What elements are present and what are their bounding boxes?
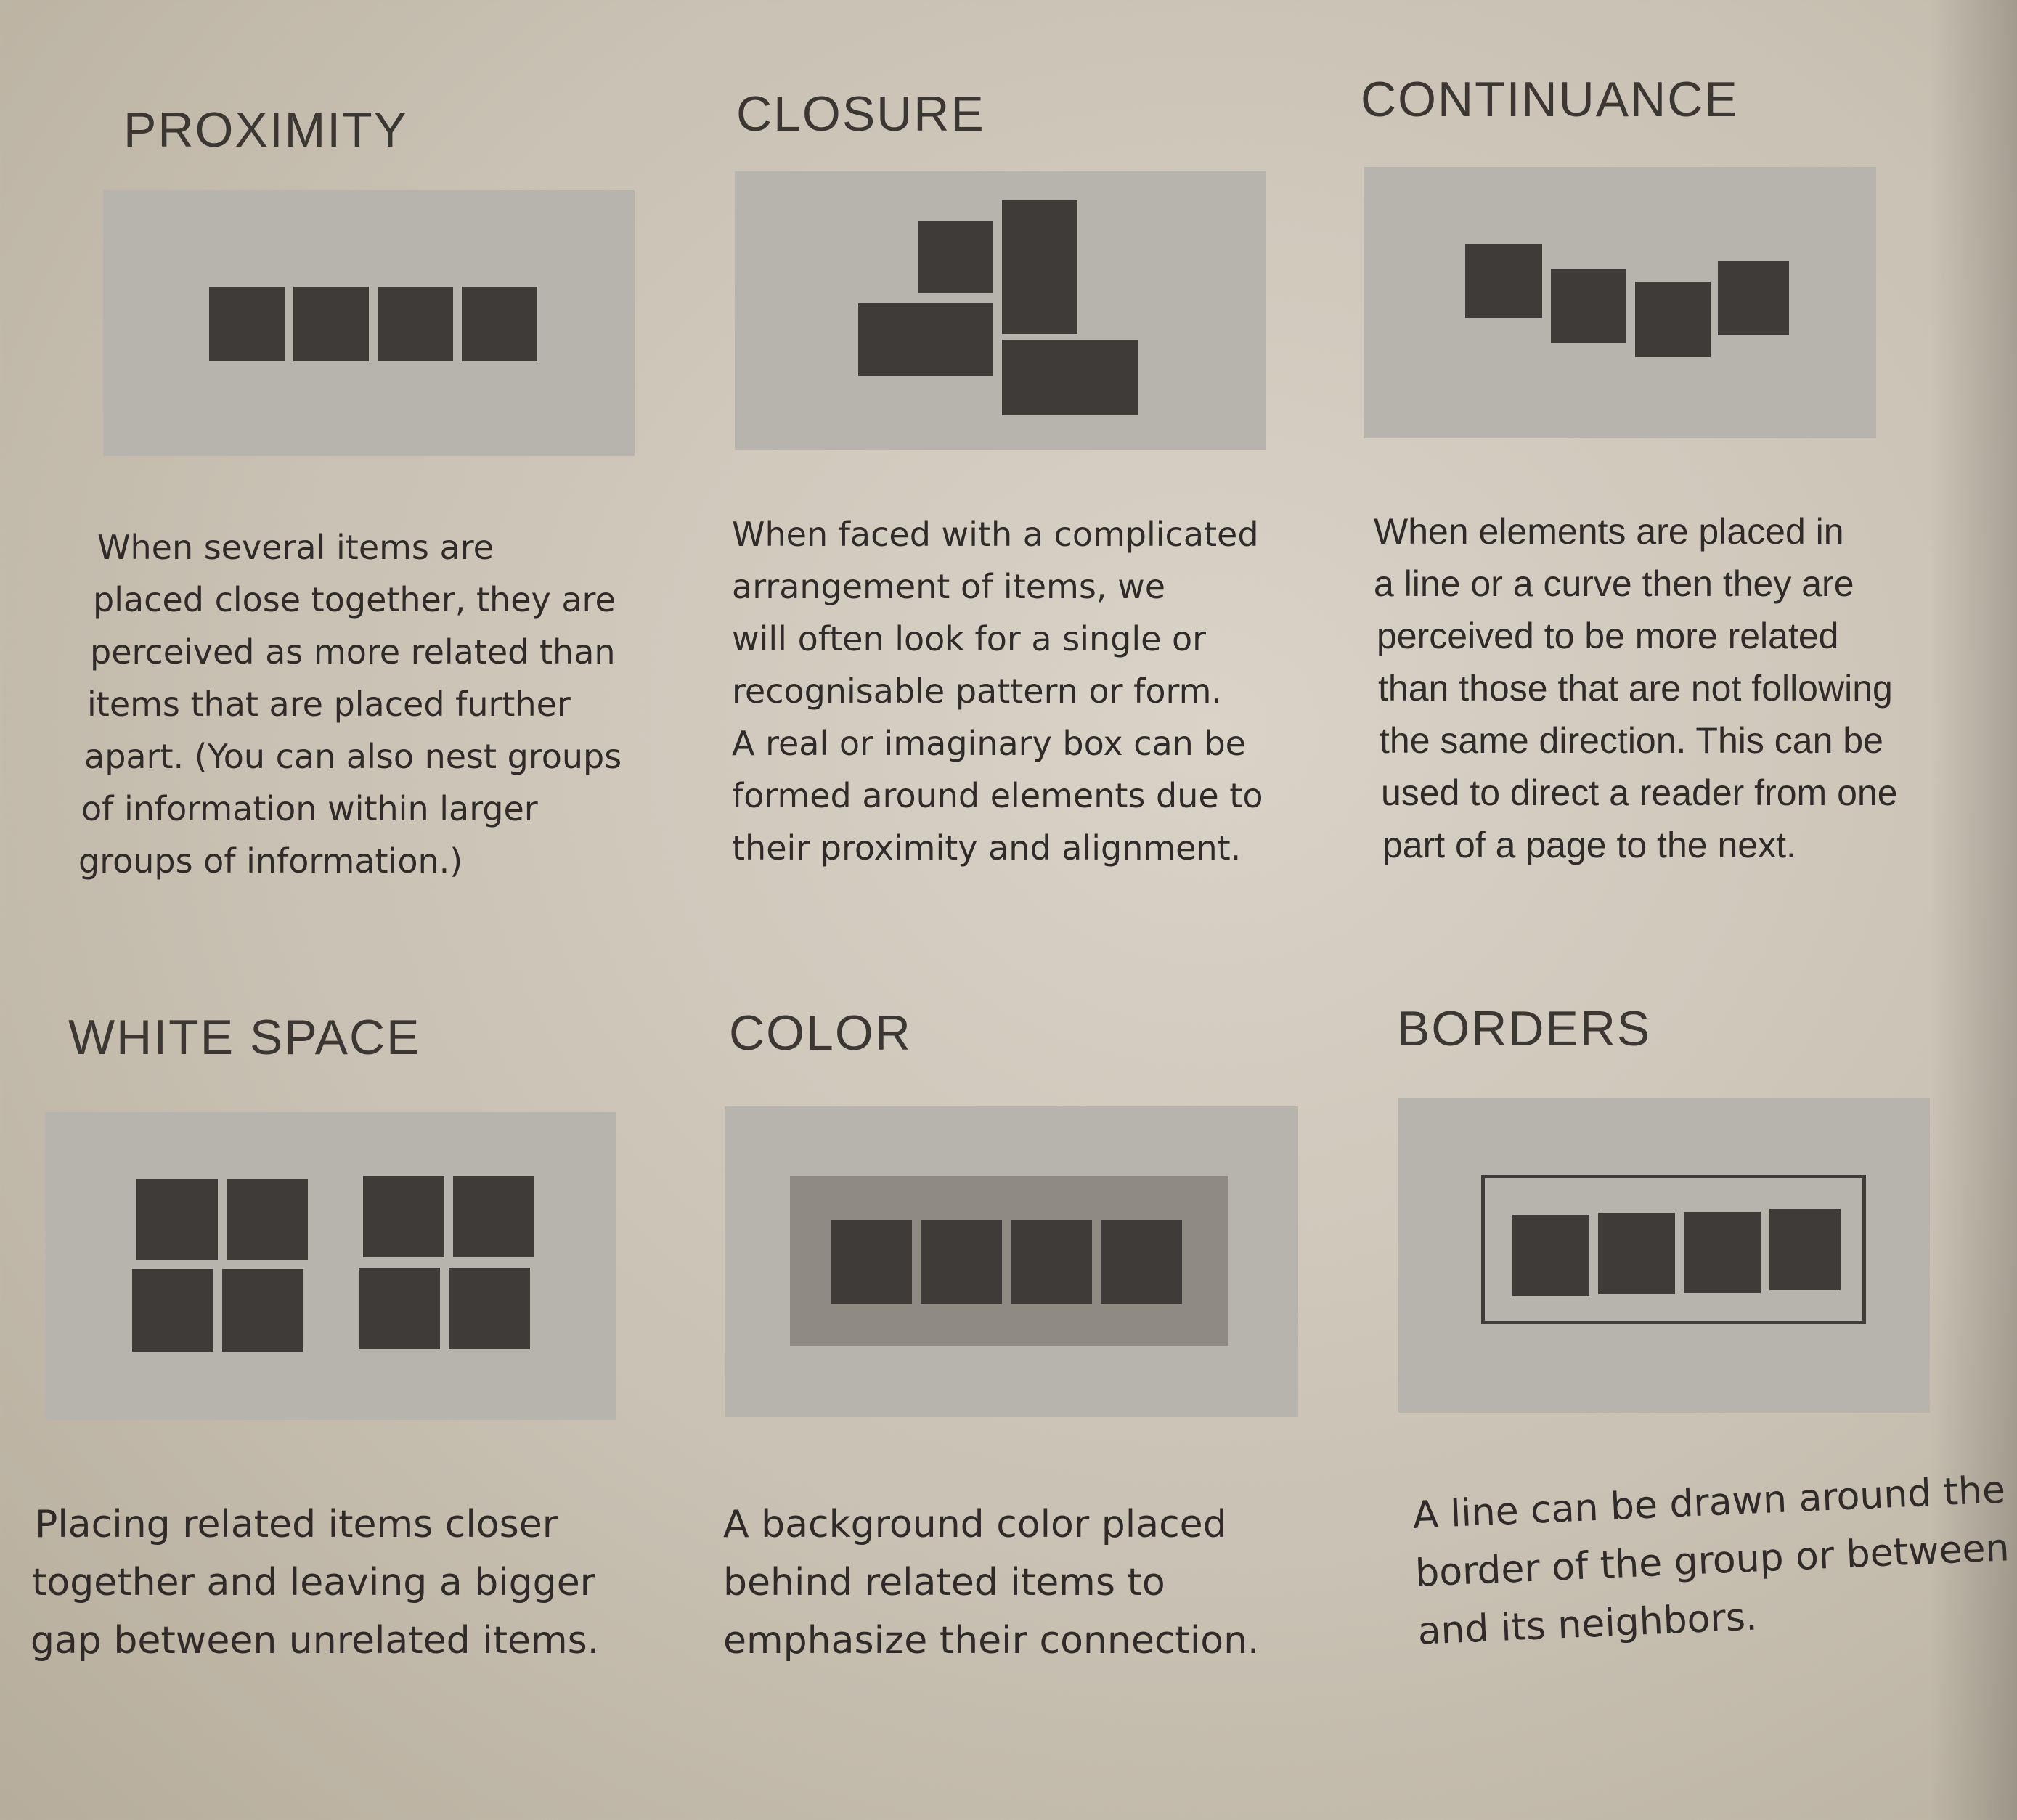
borders-figure (1398, 1098, 1930, 1413)
continuance-line: used to direct a reader from one (1381, 772, 1898, 813)
white-space-square (453, 1176, 534, 1257)
page-edge-shadow (1930, 0, 2017, 1820)
borders-square (1512, 1215, 1589, 1296)
color-square (1011, 1220, 1092, 1304)
color-line: behind related items to (723, 1561, 1165, 1604)
continuance-figure (1364, 167, 1876, 438)
white-space-heading: WHITE SPACE (68, 1010, 421, 1065)
closure-block (858, 303, 993, 376)
closure-line: A real or imaginary box can be (732, 724, 1246, 763)
closure-block (918, 221, 993, 293)
closure-block (1002, 200, 1077, 334)
proximity-line: items that are placed further (87, 685, 571, 724)
borders-square (1684, 1212, 1761, 1293)
proximity-line: placed close together, they are (93, 580, 616, 619)
white-space-square (449, 1268, 530, 1349)
white-space-square (136, 1179, 218, 1260)
proximity-line: perceived as more related than (90, 632, 616, 672)
closure-block (1002, 340, 1138, 415)
borders-square (1769, 1209, 1841, 1290)
continuance-line: part of a page to the next. (1382, 825, 1796, 865)
white-space-square (363, 1176, 444, 1257)
continuance-line: than those that are not following (1378, 668, 1893, 709)
color-heading: COLOR (729, 1005, 912, 1061)
white-space-line: Placing related items closer (35, 1503, 558, 1546)
closure-line: recognisable pattern or form. (732, 672, 1223, 711)
continuance-square (1551, 269, 1626, 343)
proximity-line: apart. (You can also nest groups (84, 737, 622, 776)
continuance-description: When elements are placed in a line or a … (1374, 505, 1898, 871)
closure-line: will often look for a single or (732, 619, 1207, 658)
color-line: A background color placed (723, 1503, 1227, 1546)
proximity-square (462, 287, 537, 361)
continuance-line: a line or a curve then they are (1374, 563, 1854, 604)
proximity-line: groups of information.) (78, 841, 463, 881)
continuance-square (1635, 282, 1711, 357)
borders-heading: BORDERS (1397, 1001, 1652, 1056)
proximity-square (293, 287, 369, 361)
white-space-figure (45, 1112, 616, 1420)
white-space-square (227, 1179, 308, 1260)
color-figure (725, 1106, 1298, 1417)
continuance-line: perceived to be more related (1377, 616, 1839, 656)
white-space-square (222, 1269, 303, 1352)
group-border (1481, 1175, 1866, 1324)
closure-heading: CLOSURE (736, 86, 985, 142)
continuance-heading: CONTINUANCE (1361, 72, 1739, 127)
continuance-square (1718, 261, 1789, 335)
proximity-figure (103, 190, 635, 456)
white-space-square (359, 1268, 440, 1349)
color-line: emphasize their connection. (723, 1619, 1260, 1662)
proximity-square (209, 287, 285, 361)
continuance-square (1465, 244, 1542, 318)
continuance-line: the same direction. This can be (1380, 720, 1883, 761)
closure-figure (735, 171, 1266, 450)
white-space-square (132, 1269, 213, 1352)
closure-line: arrangement of items, we (732, 567, 1165, 606)
proximity-line: of information within larger (81, 789, 538, 828)
proximity-square (378, 287, 453, 361)
white-space-line: gap between unrelated items. (30, 1619, 600, 1662)
closure-line: their proximity and alignment. (732, 828, 1242, 868)
proximity-description: When several items are placed close toge… (78, 521, 622, 887)
color-square (921, 1220, 1002, 1304)
borders-square (1598, 1213, 1675, 1294)
white-space-description: Placing related items closer together an… (30, 1495, 599, 1670)
continuance-line: When elements are placed in (1374, 511, 1844, 552)
proximity-heading: PROXIMITY (123, 102, 409, 158)
closure-line: When faced with a complicated (732, 515, 1259, 554)
borders-description: A line can be drawn around the border of… (1411, 1459, 2017, 1661)
closure-description: When faced with a complicated arrangemen… (732, 508, 1263, 874)
white-space-line: together and leaving a bigger (32, 1561, 596, 1604)
color-description: A background color placed behind related… (723, 1495, 1260, 1670)
closure-line: formed around elements due to (732, 776, 1263, 815)
color-square (831, 1220, 912, 1304)
proximity-line: When several items are (97, 528, 494, 567)
color-square (1101, 1220, 1182, 1304)
color-group-background (790, 1176, 1228, 1346)
